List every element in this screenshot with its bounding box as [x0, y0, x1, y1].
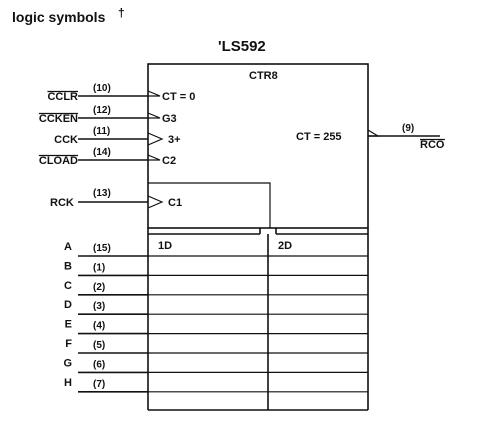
heading: logic symbols	[12, 9, 106, 25]
rco-output: CT = 255 (9) RCO	[296, 123, 445, 151]
ccken-polarity-indicator	[147, 112, 161, 119]
register-header-2d: 2D	[278, 240, 292, 252]
rck-input: RCK (13) C1	[50, 188, 182, 209]
counter-block	[147, 63, 369, 229]
rck-section-divider	[148, 182, 271, 228]
data-input-f: F (5)	[65, 338, 368, 354]
cload-polarity-indicator	[147, 154, 161, 161]
cck-name: CCK	[54, 134, 78, 146]
data-input-e: E (4)	[65, 319, 368, 335]
data-input-h: H (7)	[64, 377, 368, 393]
input-ccken: CCKEN (12) G3	[38, 105, 177, 125]
data-input-name: D	[64, 299, 72, 311]
data-input-pin: (1)	[93, 262, 105, 273]
data-input-pin: (15)	[93, 243, 111, 254]
data-input-name: E	[65, 319, 72, 331]
data-input-pin: (4)	[93, 321, 105, 332]
data-input-name: F	[65, 338, 72, 350]
data-inputs: A (15) B (1) C (2) D (3) E (4) F (5) G (6) H (7)	[63, 241, 368, 393]
output-pin: (9)	[402, 123, 414, 134]
cload-pin: (14)	[93, 147, 111, 158]
input-cclr: CCLR (10) CT = 0	[47, 83, 195, 103]
ccken-name: CCKEN	[39, 113, 78, 125]
cck-inner-label: 3+	[168, 134, 181, 146]
data-input-name: B	[64, 260, 72, 272]
output-inner-label: CT = 255	[296, 131, 342, 143]
register-header-1d: 1D	[158, 240, 172, 252]
data-input-name: C	[64, 280, 72, 292]
dagger-mark: †	[118, 6, 125, 20]
rck-name: RCK	[50, 197, 74, 209]
cload-inner-label: C2	[162, 155, 176, 167]
device-title: 'LS592	[218, 38, 266, 55]
ccken-inner-label: G3	[162, 113, 177, 125]
cck-clock-triangle	[147, 132, 164, 146]
output-name: RCO	[420, 139, 445, 151]
cclr-name: CCLR	[47, 91, 78, 103]
data-input-d: D (3)	[64, 299, 368, 316]
rck-pin: (13)	[93, 188, 111, 199]
data-input-a: A (15)	[64, 241, 368, 257]
cclr-pin: (10)	[93, 83, 111, 94]
data-input-pin: (6)	[93, 359, 105, 370]
data-input-name: A	[64, 241, 72, 253]
cck-pin: (11)	[93, 126, 110, 137]
data-input-name: G	[63, 357, 72, 369]
data-input-pin: (3)	[93, 301, 105, 312]
cload-name: CLOAD	[39, 155, 78, 167]
ccken-pin: (12)	[93, 105, 111, 116]
rck-inner: C1	[168, 197, 182, 209]
register-block: 1D 2D	[147, 228, 369, 411]
block-label: CTR8	[249, 70, 278, 82]
data-input-g: G (6)	[63, 357, 368, 374]
data-input-pin: (7)	[93, 379, 105, 390]
data-input-c: C (2)	[64, 280, 368, 296]
rck-clock-triangle	[147, 195, 164, 209]
data-input-b: B (1)	[64, 260, 368, 277]
input-cload: CLOAD (14) C2	[38, 147, 176, 167]
cclr-inner-label: CT = 0	[162, 91, 195, 103]
cclr-polarity-indicator	[147, 90, 161, 97]
data-input-name: H	[64, 377, 72, 389]
input-cck: CCK (11) 3+	[54, 126, 180, 146]
data-input-pin: (5)	[93, 340, 105, 351]
data-input-pin: (2)	[93, 282, 105, 293]
